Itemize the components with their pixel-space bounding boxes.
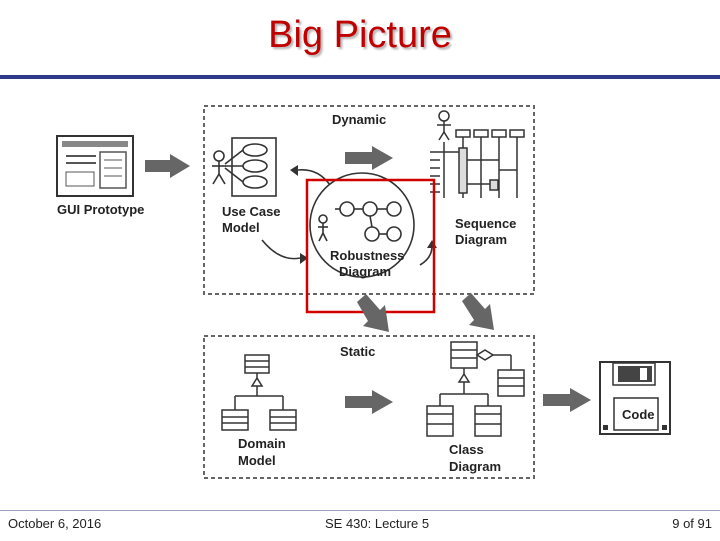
curve-arrow-usecase-to-robustness	[261, 239, 301, 260]
curve-arrowhead-1	[290, 165, 298, 176]
footer-course: SE 430: Lecture 5	[325, 516, 430, 531]
arrow-gui-to-usecase	[145, 154, 190, 178]
code-disk-icon	[599, 361, 671, 435]
robustness-label-line1: Robustness	[330, 248, 404, 263]
robustness-diagram-icon	[309, 172, 415, 278]
use-case-icon	[212, 137, 277, 197]
curve-arrowhead-3	[427, 240, 437, 248]
arrow-domain-to-class	[345, 390, 393, 414]
use-case-label-line1: Use Case	[222, 204, 281, 219]
static-region	[203, 335, 535, 479]
domain-model-icon	[221, 354, 297, 431]
robustness-label-line2: Diagram	[339, 264, 391, 279]
footer-page-number: 9 of 91	[672, 516, 712, 531]
static-label: Static	[340, 344, 375, 359]
title-divider	[0, 75, 720, 79]
arrow-robustness-to-static	[357, 294, 389, 332]
sequence-diagram-icon	[430, 110, 525, 198]
footer-date: October 6, 2016	[8, 516, 102, 531]
sequence-label-line1: Sequence	[455, 216, 516, 231]
curve-arrow-robustness-to-sequence	[419, 245, 433, 266]
footer-divider	[0, 510, 720, 541]
curve-arrow-robustness-to-usecase	[297, 168, 331, 186]
robustness-highlight	[305, 178, 436, 314]
use-case-label-line2: Model	[222, 220, 260, 235]
class-diagram-icon	[426, 341, 525, 437]
dynamic-label: Dynamic	[332, 112, 386, 127]
class-label-line1: Class	[449, 442, 484, 457]
class-label-line2: Diagram	[449, 459, 501, 474]
domain-label-line2: Model	[238, 453, 276, 468]
arrow-usecase-to-sequence	[345, 146, 393, 170]
gui-prototype-label: GUI Prototype	[57, 202, 144, 217]
big-picture-diagram: Dynamic Static GUI Prototype Use Case Mo…	[56, 105, 671, 479]
dynamic-region	[203, 105, 535, 295]
domain-label-line1: Domain	[238, 436, 286, 451]
sequence-label-line2: Diagram	[455, 232, 507, 247]
slide-title: Big Picture	[268, 14, 452, 56]
code-label: Code	[622, 407, 655, 422]
curve-arrowhead-2	[300, 253, 308, 264]
arrow-static-to-code	[543, 388, 591, 412]
arrow-sequence-to-static	[462, 293, 494, 330]
gui-prototype-icon	[56, 135, 134, 197]
